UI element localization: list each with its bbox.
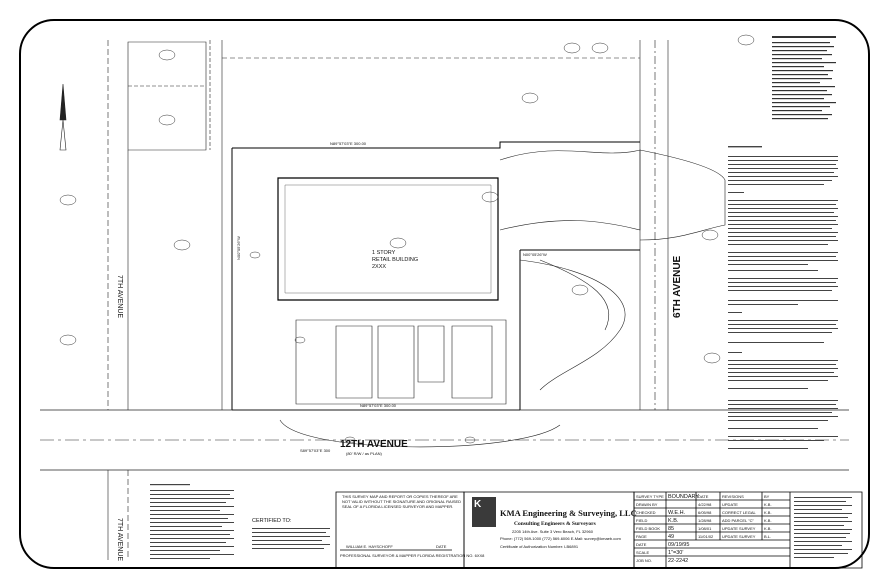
street-label-7th-bottom: 7TH AVENUE (116, 518, 123, 561)
certified-to-list (252, 528, 330, 549)
kma-logo: K (472, 497, 496, 527)
title-block-value: 22-2242 (668, 558, 688, 564)
dim-west: N00°05'26"W (236, 236, 241, 260)
title-block-rev: UPDATE SURVEY (722, 526, 756, 531)
dim-north: N89°57'03"E 300.00 (330, 141, 367, 146)
title-block-value: 1"=30' (668, 550, 683, 556)
abbreviation-legend (772, 36, 836, 120)
title-block-by: K.B. (764, 526, 772, 531)
street-label-12th: 12TH AVENUE (340, 439, 408, 450)
driveway (500, 150, 640, 230)
company-phone: Phone: (772) 569-1000 (772) 569-6006 E-M… (500, 536, 621, 541)
title-block-by: B.L. (764, 534, 771, 539)
title-block-label: DATE (636, 542, 647, 547)
title-block-by: K.B. (764, 518, 772, 523)
certified-to-title: CERTIFIED TO: (252, 518, 292, 524)
title-block-value: 49 (668, 534, 674, 540)
signature-date-label: DATE (436, 544, 447, 549)
sheet-border (19, 19, 870, 569)
title-block-date: 1/28/98 (698, 518, 712, 523)
lot-block-top-left (128, 42, 206, 150)
title-block-label: SURVEY TYPE (636, 494, 664, 499)
title-block-value: 85 (668, 526, 674, 532)
survey-notes (150, 484, 234, 559)
title-block-date: 4/22/98 (698, 502, 712, 507)
title-block-value: K.B. (668, 518, 679, 524)
title-block-label: CHECKED (636, 510, 656, 515)
street-sublabel-12th: (80' R/W / as PLAN) (346, 451, 383, 456)
street-label-7th: 7TH AVENUE (116, 275, 123, 318)
title-block-date: 6/05/98 (698, 510, 712, 515)
tree-symbols (59, 34, 755, 444)
dim-east: N00°05'26"W (523, 252, 547, 257)
legal-description (728, 146, 838, 449)
signer-name: WILLIAM E. HAYSCHOFF (346, 544, 393, 549)
title-block-rev: ADD PARCEL "C" (722, 518, 755, 523)
retail-building (278, 178, 498, 300)
title-block-label: PAGE (636, 534, 647, 539)
title-block (634, 492, 862, 568)
title-block-date: 1/08/01 (698, 526, 712, 531)
dim-bottom-left: S89°57'03"E 300 (300, 448, 331, 453)
title-block-rev: UPDATE (722, 502, 738, 507)
notice-text: THIS SURVEY MAP AND REPORT OR COPIES THE… (342, 494, 462, 509)
company-name: KMA Engineering & Surveying, LLC (500, 508, 637, 518)
street-label-6th: 6TH AVENUE (672, 255, 683, 318)
title-block-notes (794, 497, 852, 558)
signer-title: PROFESSIONAL SURVEYOR & MAPPER FLORIDA R… (340, 553, 485, 558)
title-block-date: DATE (698, 494, 709, 499)
company-tagline: Consulting Engineers & Surveyors (514, 521, 596, 527)
dim-south: N89°57'03"E 300.00 (360, 403, 397, 408)
title-block-rev: UPDATE SURVEY (722, 534, 756, 539)
company-address: 2205 14th Ave. Suite 3 Vero Beach, FL 32… (512, 529, 594, 534)
company-cert: Certificate of Authorization Number: LB6… (500, 544, 579, 549)
title-block-value: BOUNDARY (668, 494, 699, 500)
title-block-by: BY (764, 494, 770, 499)
title-block-rev: CORRECT LEGAL (722, 510, 756, 515)
title-block-label: JOB NO. (636, 558, 652, 563)
title-block-rev: REVISIONS (722, 494, 744, 499)
title-block-label: FIELD BOOK (636, 526, 660, 531)
title-block-value: W.E.H. (668, 510, 686, 516)
property-boundary (232, 142, 640, 148)
title-block-label: DRAWN BY (636, 502, 658, 507)
title-block-by: K.B. (764, 502, 772, 507)
title-block-by: K.B. (764, 510, 772, 515)
title-block-value: 09/19/95 (668, 542, 689, 548)
title-block-label: SCALE (636, 550, 649, 555)
title-block-date: 11/01/02 (698, 534, 714, 539)
title-block-label: FIELD (636, 518, 647, 523)
